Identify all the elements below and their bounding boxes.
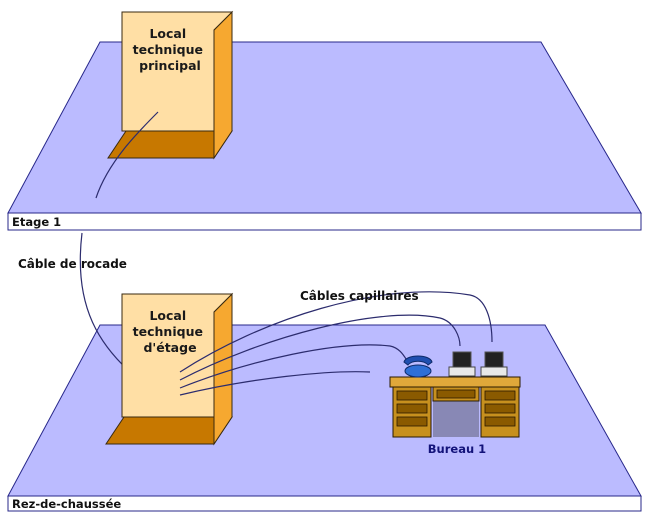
main-tech-room-label-line: Local <box>149 26 186 41</box>
computer-2-screen <box>484 351 504 368</box>
desk-kneehole <box>433 401 479 437</box>
ground-floor: Rez-de-chaussée <box>7 324 642 512</box>
horizontal-cable-1 <box>179 291 493 373</box>
desk-drawer <box>396 416 428 427</box>
main-tech-room-label-line: technique <box>133 42 203 57</box>
floor-tech-room-label-line: technique <box>133 324 203 339</box>
main-tech-room-label-line: principal <box>139 58 201 73</box>
floor-tech-room-side <box>213 292 233 446</box>
floor-tech-room-front <box>121 293 234 418</box>
desk-drawer <box>484 403 516 414</box>
backbone-cable-label: Câble de rocade <box>18 257 127 271</box>
main-tech-room-label: Local technique principal <box>133 26 208 73</box>
desk-drawer <box>484 416 516 427</box>
desk-top <box>389 376 521 388</box>
desk-drawer <box>484 390 516 401</box>
computer-1-screen <box>452 351 472 368</box>
computer-2-icon <box>480 351 508 377</box>
horizontal-cables-label: Câbles capillaires <box>300 289 419 303</box>
ground-floor-edge <box>7 495 642 512</box>
horizontal-cable-3 <box>179 344 409 389</box>
office-label: Bureau 1 <box>428 442 486 456</box>
upper-floor-plate <box>7 41 642 214</box>
main-tech-room-base <box>107 130 233 159</box>
desk-drawer <box>396 403 428 414</box>
upper-floor-edge <box>7 212 642 231</box>
computer-1-case <box>448 366 476 377</box>
ground-floor-label: Rez-de-chaussée <box>12 497 121 511</box>
telephone-handset <box>403 355 433 366</box>
horizontal-cable-2 <box>179 314 461 381</box>
desk-drawer <box>436 389 476 399</box>
telephone-icon <box>403 355 433 378</box>
backbone-cable-upper <box>95 111 159 199</box>
computer-1-icon <box>448 351 476 377</box>
telephone-base <box>404 364 432 378</box>
desk-drawer <box>396 390 428 401</box>
floor-tech-room-base <box>105 416 233 445</box>
floor-tech-room-label-line: d'étage <box>143 340 196 355</box>
computer-2-case <box>480 366 508 377</box>
floor-tech-room-label-line: Local <box>149 308 186 323</box>
floor-tech-room: Local technique d'étage <box>105 292 234 446</box>
main-tech-room: Local technique principal <box>107 10 234 160</box>
upper-floor: Etage 1 <box>7 41 642 231</box>
upper-floor-label: Etage 1 <box>12 215 61 229</box>
office-desk <box>389 376 521 438</box>
horizontal-cable-4 <box>179 371 371 396</box>
ground-floor-plate <box>7 324 642 497</box>
floor-tech-room-label: Local technique d'étage <box>133 308 208 355</box>
horizontal-cables <box>179 291 493 396</box>
